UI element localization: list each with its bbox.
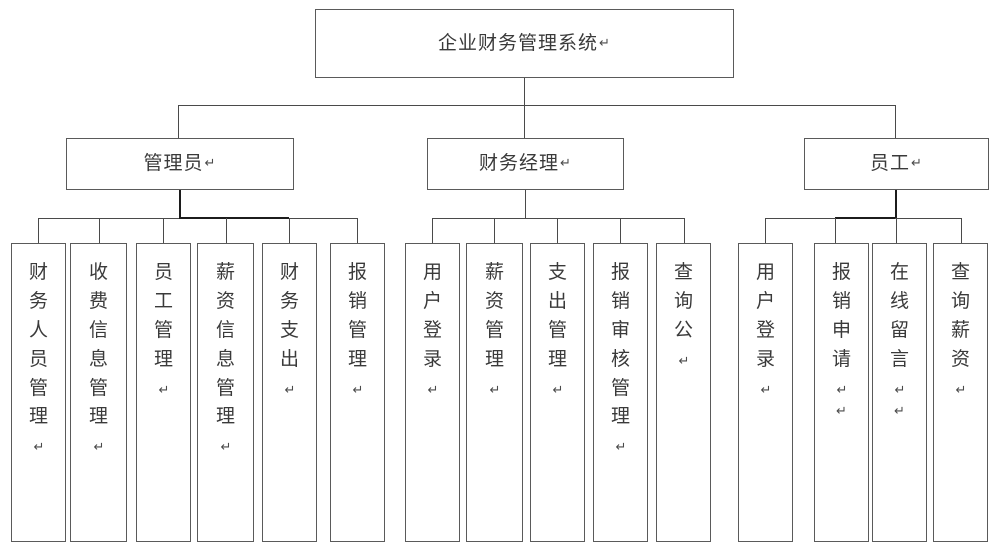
return-mark-icon: ↵ (599, 35, 611, 51)
leaf-finance-5[interactable]: 查询公 ↵ (656, 243, 711, 542)
return-mark-icon-extra: ↵ (836, 404, 847, 420)
return-mark-icon-extra: ↵ (894, 404, 905, 420)
connector-admin-drop-6 (357, 218, 358, 243)
leaf-admin-3[interactable]: 员工管理 ↵ (136, 243, 191, 542)
connector-admin-drop-5 (289, 218, 290, 243)
connector-root-stem (524, 78, 525, 105)
connector-admin-stem (179, 190, 181, 218)
leaf-admin-5-label: 财务支出 (279, 261, 299, 370)
return-mark-icon: ↵ (678, 353, 690, 369)
leaf-admin-3-label: 员工管理 (153, 261, 173, 370)
leaf-employee-4-label: 查询薪资 (950, 261, 970, 370)
connector-finance-drop-4 (620, 218, 621, 243)
leaf-employee-2-label: 报销申请 (831, 261, 851, 370)
leaf-employee-4[interactable]: 查询薪资 ↵ (933, 243, 988, 542)
return-mark-icon: ↵ (552, 382, 564, 398)
leaf-employee-1-label: 用户登录 (755, 261, 775, 370)
return-mark-icon: ↵ (955, 382, 967, 398)
connector-employee-bus-right (895, 218, 961, 219)
node-employee-label: 员工 (870, 152, 911, 175)
connector-finance-stem (525, 190, 526, 218)
connector-finance-drop-2 (494, 218, 495, 243)
connector-finance-drop-3 (557, 218, 558, 243)
leaf-employee-1[interactable]: 用户登录 ↵ (738, 243, 793, 542)
connector-employee-drop-2 (835, 218, 836, 243)
return-mark-icon: ↵ (894, 382, 906, 398)
connector-admin-drop-2 (99, 218, 100, 243)
node-root-label: 企业财务管理系统 (438, 31, 599, 54)
connector-finance-drop-1 (432, 218, 433, 243)
leaf-admin-6-label: 报销管理 (347, 261, 367, 370)
connector-finance-bus (432, 218, 684, 219)
leaf-finance-3-label: 支出管理 (547, 261, 567, 370)
leaf-finance-2[interactable]: 薪资管理 ↵ (466, 243, 523, 542)
node-root[interactable]: 企业财务管理系统↵ (315, 9, 734, 78)
return-mark-icon: ↵ (836, 382, 848, 398)
node-admin[interactable]: 管理员↵ (66, 138, 294, 190)
return-mark-icon: ↵ (93, 440, 105, 456)
connector-finance-drop-5 (684, 218, 685, 243)
return-mark-icon: ↵ (911, 156, 923, 172)
return-mark-icon: ↵ (560, 156, 572, 172)
leaf-admin-2-label: 收费信息管理 (88, 261, 108, 428)
leaf-finance-1-label: 用户登录 (422, 261, 442, 370)
connector-drop-finance-manager (524, 105, 525, 138)
leaf-employee-3-label: 在线留言 (889, 261, 909, 370)
return-mark-icon: ↵ (615, 440, 627, 456)
return-mark-icon: ↵ (352, 382, 364, 398)
node-employee[interactable]: 员工↵ (804, 138, 989, 190)
leaf-finance-5-label: 查询公 (673, 261, 693, 341)
leaf-admin-2[interactable]: 收费信息管理 ↵ (70, 243, 127, 542)
leaf-admin-6[interactable]: 报销管理 ↵ (330, 243, 385, 542)
leaf-finance-3[interactable]: 支出管理 ↵ (530, 243, 585, 542)
return-mark-icon: ↵ (284, 382, 296, 398)
return-mark-icon: ↵ (427, 382, 439, 398)
leaf-admin-5[interactable]: 财务支出 ↵ (262, 243, 317, 542)
return-mark-icon: ↵ (204, 156, 217, 172)
connector-employee-stem (895, 190, 897, 218)
return-mark-icon: ↵ (220, 440, 232, 456)
connector-drop-admin (178, 105, 179, 138)
connector-drop-employee (895, 105, 896, 138)
leaf-finance-1[interactable]: 用户登录 ↵ (405, 243, 460, 542)
node-finance-manager[interactable]: 财务经理↵ (427, 138, 624, 190)
leaf-employee-3[interactable]: 在线留言 ↵ ↵ (872, 243, 927, 542)
return-mark-icon: ↵ (760, 382, 772, 398)
node-admin-label: 管理员 (143, 152, 204, 175)
connector-admin-drop-4 (226, 218, 227, 243)
connector-employee-drop-1 (765, 218, 766, 243)
node-finance-manager-label: 财务经理 (479, 152, 560, 175)
connector-employee-drop-4 (961, 218, 962, 243)
leaf-admin-1[interactable]: 财务人员管理 ↵ (11, 243, 66, 542)
return-mark-icon: ↵ (33, 440, 45, 456)
return-mark-icon: ↵ (158, 382, 170, 398)
leaf-employee-2[interactable]: 报销申请 ↵ ↵ (814, 243, 869, 542)
connector-level2-bus (178, 105, 896, 106)
leaf-admin-1-label: 财务人员管理 (28, 261, 48, 428)
leaf-admin-4[interactable]: 薪资信息管理 ↵ (197, 243, 254, 542)
leaf-finance-4-label: 报销审核管理 (610, 261, 630, 428)
connector-admin-bus-tail (289, 218, 357, 219)
leaf-finance-4[interactable]: 报销审核管理 ↵ (593, 243, 648, 542)
connector-employee-drop-3 (896, 218, 897, 243)
connector-employee-bus-mid (835, 217, 896, 219)
leaf-finance-2-label: 薪资管理 (484, 261, 504, 370)
connector-admin-bus (38, 218, 180, 219)
connector-admin-bus-right (179, 217, 289, 219)
connector-admin-drop-1 (38, 218, 39, 243)
connector-admin-drop-3 (163, 218, 164, 243)
leaf-admin-4-label: 薪资信息管理 (215, 261, 235, 428)
return-mark-icon: ↵ (489, 382, 501, 398)
connector-employee-bus-left (765, 218, 835, 219)
